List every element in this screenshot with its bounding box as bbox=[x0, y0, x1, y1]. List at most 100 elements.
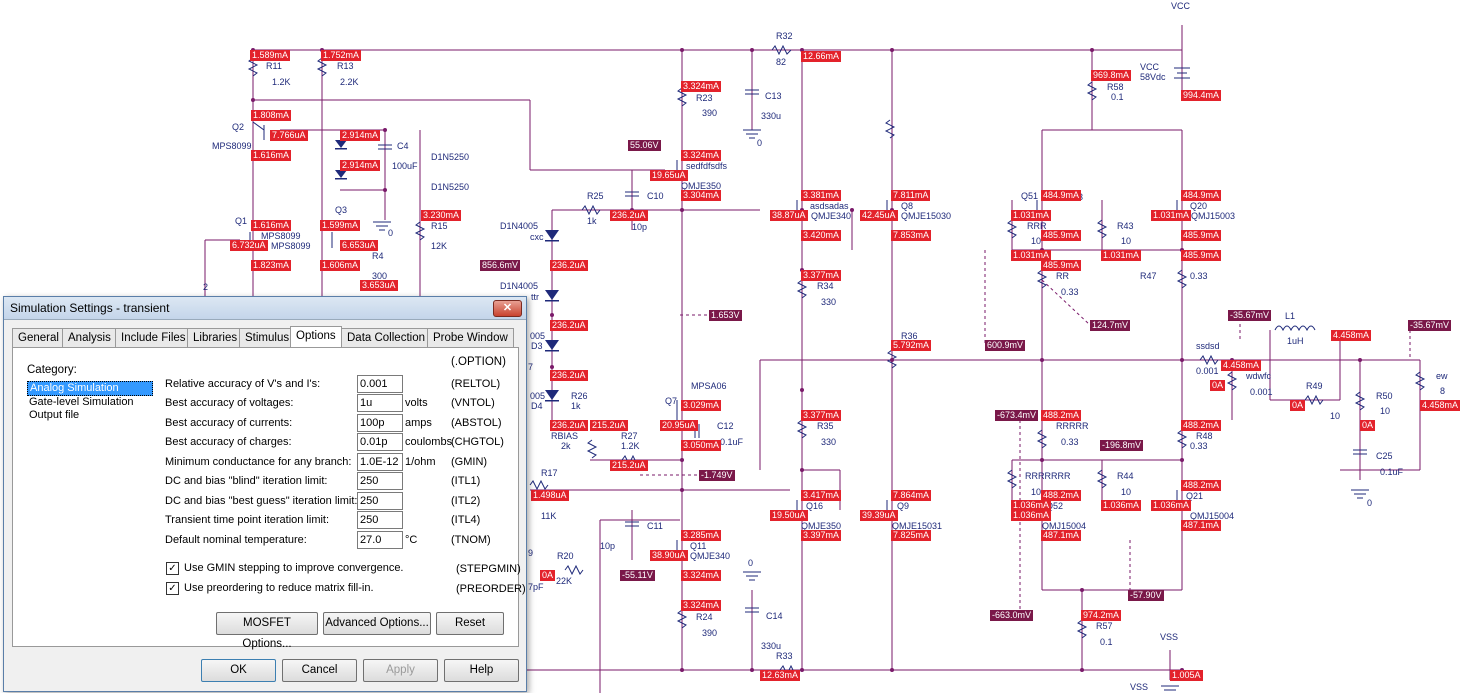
voltage-tag[interactable]: 1.653V bbox=[709, 310, 742, 321]
current-tag[interactable]: 488.2mA bbox=[1181, 480, 1222, 491]
tab-data-collection[interactable]: Data Collection bbox=[341, 328, 431, 347]
voltage-tag[interactable]: -673.4mV bbox=[995, 410, 1039, 421]
current-tag[interactable]: 484.9mA bbox=[1041, 190, 1082, 201]
category-analog-simulation[interactable]: Analog Simulation bbox=[27, 381, 153, 396]
current-tag[interactable]: 1.808mA bbox=[251, 110, 292, 121]
reltol-input[interactable]: 0.001 bbox=[357, 375, 403, 393]
current-tag[interactable]: 1.616mA bbox=[251, 150, 292, 161]
current-tag[interactable]: 485.9mA bbox=[1041, 230, 1082, 241]
current-tag[interactable]: 1.031mA bbox=[1011, 250, 1052, 261]
current-tag[interactable]: 236.2uA bbox=[550, 260, 588, 271]
current-tag[interactable]: 1.599mA bbox=[320, 220, 361, 231]
current-tag[interactable]: 3.420mA bbox=[801, 230, 842, 241]
current-tag[interactable]: 38.87uA bbox=[770, 210, 808, 221]
current-tag[interactable]: 7.864mA bbox=[891, 490, 932, 501]
current-tag[interactable]: 1.498uA bbox=[531, 490, 569, 501]
current-tag[interactable]: 42.45uA bbox=[860, 210, 898, 221]
current-tag[interactable]: 3.397mA bbox=[801, 530, 842, 541]
itl4-input[interactable]: 250 bbox=[357, 511, 403, 529]
current-tag[interactable]: 19.65uA bbox=[650, 170, 688, 181]
current-tag[interactable]: 7.825mA bbox=[891, 530, 932, 541]
current-tag[interactable]: 994.4mA bbox=[1181, 90, 1222, 101]
current-tag[interactable]: 236.2uA bbox=[550, 320, 588, 331]
itl2-input[interactable]: 250 bbox=[357, 492, 403, 510]
current-tag[interactable]: 236.2uA bbox=[610, 210, 648, 221]
vntol-input[interactable]: 1u bbox=[357, 394, 403, 412]
tab-options[interactable]: Options bbox=[290, 326, 342, 348]
tab-analysis[interactable]: Analysis bbox=[62, 328, 117, 347]
voltage-tag[interactable]: 856.6mV bbox=[480, 260, 521, 271]
current-tag[interactable]: 2.914mA bbox=[340, 160, 381, 171]
current-tag[interactable]: 0A bbox=[1290, 400, 1306, 411]
current-tag[interactable]: 1.005A bbox=[1170, 670, 1203, 681]
voltage-tag[interactable]: 600.9mV bbox=[985, 340, 1026, 351]
current-tag[interactable]: 38.90uA bbox=[650, 550, 688, 561]
stepgmin-checkbox[interactable]: ✓ bbox=[166, 562, 179, 575]
current-tag[interactable]: 0A bbox=[540, 570, 556, 581]
current-tag[interactable]: 19.50uA bbox=[770, 510, 808, 521]
current-tag[interactable]: 3.285mA bbox=[681, 530, 722, 541]
current-tag[interactable]: 3.230mA bbox=[421, 210, 462, 221]
advanced-options-button[interactable]: Advanced Options... bbox=[323, 612, 431, 635]
current-tag[interactable]: 3.029mA bbox=[681, 400, 722, 411]
tab-include-files[interactable]: Include Files bbox=[115, 328, 192, 347]
current-tag[interactable]: 487.1mA bbox=[1041, 530, 1082, 541]
current-tag[interactable]: 236.2uA bbox=[550, 370, 588, 381]
voltage-tag[interactable]: -196.8mV bbox=[1100, 440, 1144, 451]
voltage-tag[interactable]: -35.67mV bbox=[1228, 310, 1272, 321]
current-tag[interactable]: 5.792mA bbox=[891, 340, 932, 351]
current-tag[interactable]: 488.2mA bbox=[1181, 420, 1222, 431]
current-tag[interactable]: 3.417mA bbox=[801, 490, 842, 501]
preorder-checkbox[interactable]: ✓ bbox=[166, 582, 179, 595]
current-tag[interactable]: 3.324mA bbox=[681, 150, 722, 161]
current-tag[interactable]: 1.752mA bbox=[321, 50, 362, 61]
category-output-file[interactable]: Output file bbox=[29, 409, 80, 421]
current-tag[interactable]: 4.458mA bbox=[1221, 360, 1262, 371]
tab-libraries[interactable]: Libraries bbox=[187, 328, 244, 347]
current-tag[interactable]: 0A bbox=[1360, 420, 1376, 431]
current-tag[interactable]: 488.2mA bbox=[1041, 410, 1082, 421]
current-tag[interactable]: 2.914mA bbox=[340, 130, 381, 141]
current-tag[interactable]: 4.458mA bbox=[1420, 400, 1461, 411]
current-tag[interactable]: 1.036mA bbox=[1101, 500, 1142, 511]
current-tag[interactable]: 7.766uA bbox=[270, 130, 308, 141]
current-tag[interactable]: 3.324mA bbox=[681, 81, 722, 92]
category-list[interactable]: Analog Simulation Gate-level Simulation … bbox=[27, 381, 153, 421]
tnom-input[interactable]: 27.0 bbox=[357, 531, 403, 549]
current-tag[interactable]: 1.589mA bbox=[250, 50, 291, 61]
current-tag[interactable]: 3.304mA bbox=[681, 190, 722, 201]
current-tag[interactable]: 488.2mA bbox=[1041, 490, 1082, 501]
current-tag[interactable]: 236.2uA bbox=[550, 420, 588, 431]
tab-probe-window[interactable]: Probe Window bbox=[427, 328, 514, 347]
dialog-titlebar[interactable]: Simulation Settings - transient ✕ bbox=[4, 297, 526, 320]
current-tag[interactable]: 487.1mA bbox=[1181, 520, 1222, 531]
voltage-tag[interactable]: -663.0mV bbox=[990, 610, 1034, 621]
current-tag[interactable]: 969.8mA bbox=[1091, 70, 1132, 81]
category-gate-level-simulation[interactable]: Gate-level Simulation bbox=[29, 396, 134, 408]
current-tag[interactable]: 485.9mA bbox=[1041, 260, 1082, 271]
current-tag[interactable]: 3.050mA bbox=[681, 440, 722, 451]
current-tag[interactable]: 3.324mA bbox=[681, 600, 722, 611]
current-tag[interactable]: 1.031mA bbox=[1011, 210, 1052, 221]
current-tag[interactable]: 3.381mA bbox=[801, 190, 842, 201]
current-tag[interactable]: 39.39uA bbox=[860, 510, 898, 521]
voltage-tag[interactable]: -55.11V bbox=[620, 570, 655, 581]
current-tag[interactable]: 4.458mA bbox=[1331, 330, 1372, 341]
itl1-input[interactable]: 250 bbox=[357, 472, 403, 490]
gmin-input[interactable]: 1.0E-12 bbox=[357, 453, 403, 471]
current-tag[interactable]: 1.031mA bbox=[1101, 250, 1142, 261]
current-tag[interactable]: 1.036mA bbox=[1011, 510, 1052, 521]
apply-button[interactable]: Apply bbox=[363, 659, 438, 682]
current-tag[interactable]: 485.9mA bbox=[1181, 250, 1222, 261]
current-tag[interactable]: 215.2uA bbox=[610, 460, 648, 471]
current-tag[interactable]: 484.9mA bbox=[1181, 190, 1222, 201]
current-tag[interactable]: 215.2uA bbox=[590, 420, 628, 431]
current-tag[interactable]: 7.853mA bbox=[891, 230, 932, 241]
current-tag[interactable]: 1.036mA bbox=[1011, 500, 1052, 511]
voltage-tag[interactable]: -1.749V bbox=[699, 470, 735, 481]
tab-general[interactable]: General bbox=[12, 328, 65, 347]
tab-stimulus[interactable]: Stimulus bbox=[239, 328, 296, 347]
current-tag[interactable]: 485.9mA bbox=[1181, 230, 1222, 241]
current-tag[interactable]: 1.823mA bbox=[251, 260, 292, 271]
current-tag[interactable]: 1.036mA bbox=[1151, 500, 1192, 511]
